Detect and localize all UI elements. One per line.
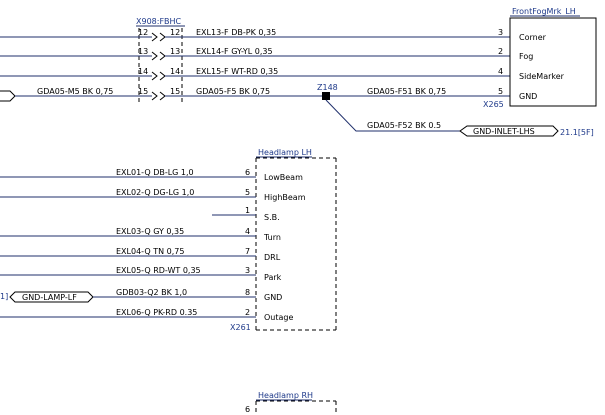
- connector-chevron-icon: [159, 71, 166, 81]
- top-wire-row-0: 12 12 EXL13-F DB-PK 0,35 3: [0, 28, 510, 42]
- svg-text:2: 2: [245, 308, 250, 317]
- offpage-label: GND-INLET-LHS: [473, 127, 535, 136]
- svg-text:DRL: DRL: [264, 253, 281, 262]
- svg-text:EXL02-Q DG-LG 1,0: EXL02-Q DG-LG 1,0: [116, 188, 194, 197]
- offpage-ref: 1]: [0, 292, 8, 301]
- splice-label: Z148: [317, 83, 338, 92]
- svg-text:EXL04-Q TN 0,75: EXL04-Q TN 0,75: [116, 247, 184, 256]
- top-wire-row-2: 14 14 EXL15-F WT-RD 0,35 4: [0, 67, 510, 81]
- svg-text:HighBeam: HighBeam: [264, 193, 306, 202]
- x908-pin: 14: [138, 67, 148, 76]
- splice-node-icon: [322, 92, 330, 100]
- wire-label: GDA05-M5 BK 0,75: [37, 87, 113, 96]
- connector-chevron-icon: [159, 91, 166, 101]
- front-fog-pin: 3: [498, 28, 503, 37]
- headlamp-lh-row-5: EXL05-Q RD-WT 0,35 3 Park: [0, 266, 282, 282]
- offpage-label: GND-LAMP-LF: [22, 293, 77, 302]
- front-fog-title: FrontFogMrk_LH: [512, 7, 576, 16]
- gnd-inlet-offpage-icon: [459, 125, 559, 137]
- top-wire-row-1: 13 13 EXL14-F GY-YL 0,35 2: [0, 47, 510, 61]
- wire-label: GDA05-F51 BK 0,75: [367, 87, 446, 96]
- connector-chevron-icon: [151, 32, 158, 42]
- top-wire-row-3: GDA05-M5 BK 0,75 15 15 GDA05-F5 BK 0,75 …: [0, 87, 510, 102]
- svg-text:7: 7: [245, 247, 250, 256]
- splice-branch-wire: [325, 99, 460, 132]
- connector-chevron-icon: [159, 32, 166, 42]
- x908-pin: 12: [138, 28, 148, 37]
- svg-text:5: 5: [245, 188, 250, 197]
- svg-text:4: 4: [245, 227, 250, 236]
- front-fog-row-label: GND: [519, 92, 537, 101]
- svg-text:EXL05-Q RD-WT 0,35: EXL05-Q RD-WT 0,35: [116, 266, 201, 275]
- headlamp-lh-title: Headlamp LH: [258, 148, 312, 157]
- svg-text:GDB03-Q2 BK 1,0: GDB03-Q2 BK 1,0: [116, 288, 187, 297]
- wire-label: GDA05-F5 BK 0,75: [196, 87, 270, 96]
- connector-chevron-icon: [151, 71, 158, 81]
- front-fog-row-label: SideMarker: [519, 72, 565, 81]
- svg-text:S.B.: S.B.: [264, 213, 280, 222]
- svg-text:3: 3: [245, 266, 250, 275]
- front-fog-box: [509, 17, 597, 107]
- front-fog-pin: 4: [498, 67, 503, 76]
- svg-text:Park: Park: [264, 273, 282, 282]
- offpage-arrow-icon: [0, 90, 16, 102]
- svg-text:Turn: Turn: [263, 233, 281, 242]
- x908-pin: 13: [170, 47, 180, 56]
- headlamp-lh-row-3: EXL03-Q GY 0,35 4 Turn: [0, 227, 281, 242]
- svg-text:8: 8: [245, 288, 250, 297]
- wire-label: EXL14-F GY-YL 0,35: [196, 47, 273, 56]
- headlamp-lh-row-6: 1] GND-LAMP-LF GDB03-Q2 BK 1,0 8 GND: [0, 288, 282, 303]
- svg-text:EXL06-Q PK-RD 0.35: EXL06-Q PK-RD 0.35: [116, 308, 197, 317]
- svg-text:GND: GND: [264, 293, 282, 302]
- front-fog-row-label: Corner: [519, 33, 547, 42]
- headlamp-rh-pin: 6: [245, 405, 250, 414]
- wire-label: EXL13-F DB-PK 0,35: [196, 28, 276, 37]
- connector-chevron-icon: [151, 91, 158, 101]
- headlamp-lh-row-7: EXL06-Q PK-RD 0.35 2 Outage: [0, 308, 293, 322]
- connector-chevron-icon: [159, 51, 166, 61]
- wire-label: EXL15-F WT-RD 0,35: [196, 67, 278, 76]
- front-fog-id: X265: [483, 100, 504, 109]
- x908-pin: 13: [138, 47, 148, 56]
- headlamp-lh-row-2: 1 S.B.: [212, 206, 280, 222]
- svg-text:Outage: Outage: [264, 313, 293, 322]
- headlamp-rh-title: Headlamp RH: [258, 391, 313, 400]
- headlamp-lh-id: X261: [230, 323, 251, 332]
- svg-text:EXL03-Q GY 0,35: EXL03-Q GY 0,35: [116, 227, 184, 236]
- x908-pin: 15: [170, 87, 180, 96]
- offpage-ref: 21.1[5F]: [560, 128, 594, 137]
- svg-text:1: 1: [245, 206, 250, 215]
- headlamp-lh-row-1: EXL02-Q DG-LG 1,0 5 HighBeam: [0, 188, 306, 202]
- x908-pin: 14: [170, 67, 180, 76]
- front-fog-row-label: Fog: [519, 52, 533, 61]
- connector-chevron-icon: [151, 51, 158, 61]
- front-fog-pin: 5: [498, 87, 503, 96]
- x908-pin: 12: [170, 28, 180, 37]
- x908-connector-label: X908:FBHC: [136, 17, 182, 26]
- svg-text:6: 6: [245, 168, 250, 177]
- headlamp-lh-row-0: EXL01-Q DB-LG 1,0 6 LowBeam: [0, 168, 303, 182]
- wire-label: GDA05-F52 BK 0.5: [367, 121, 441, 130]
- front-fog-pin: 2: [498, 47, 503, 56]
- svg-text:EXL01-Q DB-LG 1,0: EXL01-Q DB-LG 1,0: [116, 168, 194, 177]
- svg-text:LowBeam: LowBeam: [264, 173, 303, 182]
- x908-pin: 15: [138, 87, 148, 96]
- headlamp-lh-row-4: EXL04-Q TN 0,75 7 DRL: [0, 247, 281, 262]
